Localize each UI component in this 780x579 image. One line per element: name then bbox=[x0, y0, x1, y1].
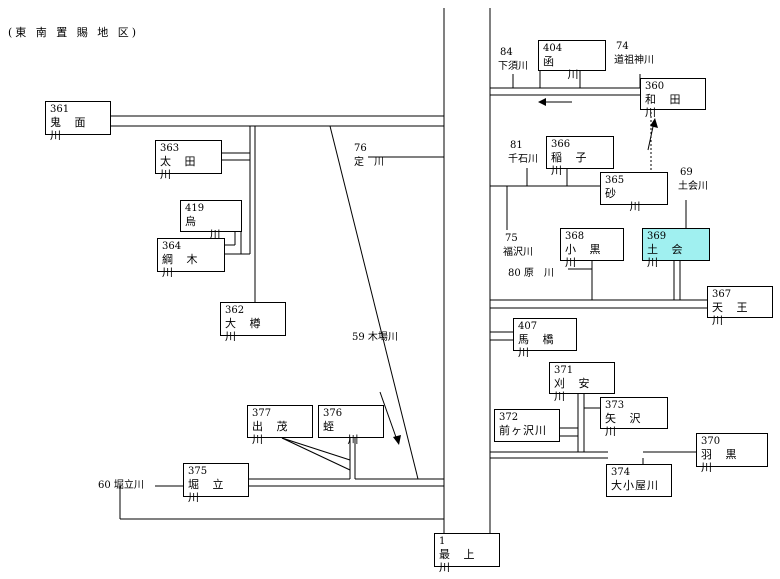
label-76-name: 定 川 bbox=[354, 157, 384, 168]
river-box-407[interactable]: 407 馬 橋 川 bbox=[513, 318, 577, 359]
river-name: 砂 川 bbox=[605, 187, 646, 213]
river-name: 小 黒 川 bbox=[565, 243, 606, 269]
river-box-372[interactable]: 372 前ヶ沢川 bbox=[494, 409, 560, 442]
river-box-377[interactable]: 377 出 茂 川 bbox=[247, 405, 313, 446]
label-81-name: 千石川 bbox=[508, 154, 538, 165]
river-box-371[interactable]: 371 刈 安 川 bbox=[549, 362, 615, 403]
river-name: 綱 木 川 bbox=[162, 253, 203, 279]
river-number: 370 bbox=[701, 436, 721, 447]
label-84-name: 下須川 bbox=[498, 61, 528, 72]
label-74-name: 道祖神川 bbox=[614, 55, 654, 66]
label-75-num: 75 bbox=[505, 233, 518, 244]
river-box-419[interactable]: 419 烏 川 bbox=[180, 200, 242, 241]
river-number: 371 bbox=[554, 365, 574, 376]
river-name: 矢 沢 川 bbox=[605, 412, 646, 438]
label-59: 59 木場川 bbox=[352, 332, 398, 343]
river-number: 372 bbox=[499, 412, 519, 423]
river-box-363[interactable]: 363 太 田 川 bbox=[155, 140, 222, 181]
river-box-369-highlighted[interactable]: 369 土 会 川 bbox=[642, 228, 710, 269]
label-81-num: 81 bbox=[510, 140, 523, 151]
river-number: 377 bbox=[252, 408, 272, 419]
river-number: 419 bbox=[185, 203, 205, 214]
river-name: 蛭 川 bbox=[323, 420, 364, 446]
label-75-name: 福沢川 bbox=[503, 247, 533, 258]
label-74-num: 74 bbox=[616, 41, 629, 52]
river-number: 369 bbox=[647, 231, 667, 242]
river-number: 360 bbox=[645, 81, 665, 92]
river-box-404[interactable]: 404 函 川 bbox=[538, 40, 606, 81]
river-number: 407 bbox=[518, 321, 538, 332]
river-name: 羽 黒 川 bbox=[701, 448, 742, 474]
river-name: 大小屋川 bbox=[611, 479, 659, 492]
river-name: 烏 川 bbox=[185, 215, 226, 241]
river-box-376[interactable]: 376 蛭 川 bbox=[318, 405, 384, 446]
river-number: 365 bbox=[605, 175, 625, 186]
label-76-num: 76 bbox=[354, 143, 367, 154]
label-69-name: 土会川 bbox=[678, 181, 708, 192]
river-box-364[interactable]: 364 綱 木 川 bbox=[157, 238, 225, 279]
river-number: 1 bbox=[439, 536, 446, 547]
river-box-374[interactable]: 374 大小屋川 bbox=[606, 464, 672, 497]
river-name: 堀 立 川 bbox=[188, 478, 229, 504]
river-number: 361 bbox=[50, 104, 70, 115]
river-number: 373 bbox=[605, 400, 625, 411]
river-number: 364 bbox=[162, 241, 182, 252]
label-69-num: 69 bbox=[680, 167, 693, 178]
river-number: 368 bbox=[565, 231, 585, 242]
river-name: 土 会 川 bbox=[647, 243, 688, 269]
river-name: 稲 子 川 bbox=[551, 151, 592, 177]
river-box-366[interactable]: 366 稲 子 川 bbox=[546, 136, 614, 177]
river-box-375[interactable]: 375 堀 立 川 bbox=[183, 463, 249, 504]
river-name: 刈 安 川 bbox=[554, 377, 595, 403]
label-80: 80 原 川 bbox=[508, 268, 554, 279]
river-number: 404 bbox=[543, 43, 563, 54]
river-name: 前ヶ沢川 bbox=[499, 424, 547, 437]
region-title: (東 南 置 賜 地 区) bbox=[8, 26, 140, 39]
river-name: 鬼 面 川 bbox=[50, 116, 91, 142]
river-number: 366 bbox=[551, 139, 571, 150]
river-number: 374 bbox=[611, 467, 631, 478]
river-box-367[interactable]: 367 天 王 川 bbox=[707, 286, 773, 327]
river-name: 最 上 川 bbox=[439, 548, 480, 574]
label-84-num: 84 bbox=[500, 47, 513, 58]
river-name: 出 茂 川 bbox=[252, 420, 293, 446]
river-box-1[interactable]: 1 最 上 川 bbox=[434, 533, 500, 574]
river-name: 和 田 川 bbox=[645, 93, 686, 119]
river-number: 376 bbox=[323, 408, 343, 419]
river-number: 375 bbox=[188, 466, 208, 477]
river-name: 太 田 川 bbox=[160, 155, 201, 181]
river-box-365[interactable]: 365 砂 川 bbox=[600, 172, 668, 213]
river-number: 363 bbox=[160, 143, 180, 154]
river-box-361[interactable]: 361 鬼 面 川 bbox=[45, 101, 111, 142]
river-name: 天 王 川 bbox=[712, 301, 753, 327]
river-box-368[interactable]: 368 小 黒 川 bbox=[560, 228, 624, 269]
river-number: 367 bbox=[712, 289, 732, 300]
river-box-360[interactable]: 360 和 田 川 bbox=[640, 78, 706, 119]
river-name: 函 川 bbox=[543, 55, 584, 81]
river-box-362[interactable]: 362 大 樽 川 bbox=[220, 302, 286, 343]
river-name: 馬 橋 川 bbox=[518, 333, 559, 359]
river-number: 362 bbox=[225, 305, 245, 316]
river-box-370[interactable]: 370 羽 黒 川 bbox=[696, 433, 768, 474]
river-name: 大 樽 川 bbox=[225, 317, 266, 343]
river-box-373[interactable]: 373 矢 沢 川 bbox=[600, 397, 668, 438]
label-60: 60 堀立川 bbox=[98, 480, 144, 491]
